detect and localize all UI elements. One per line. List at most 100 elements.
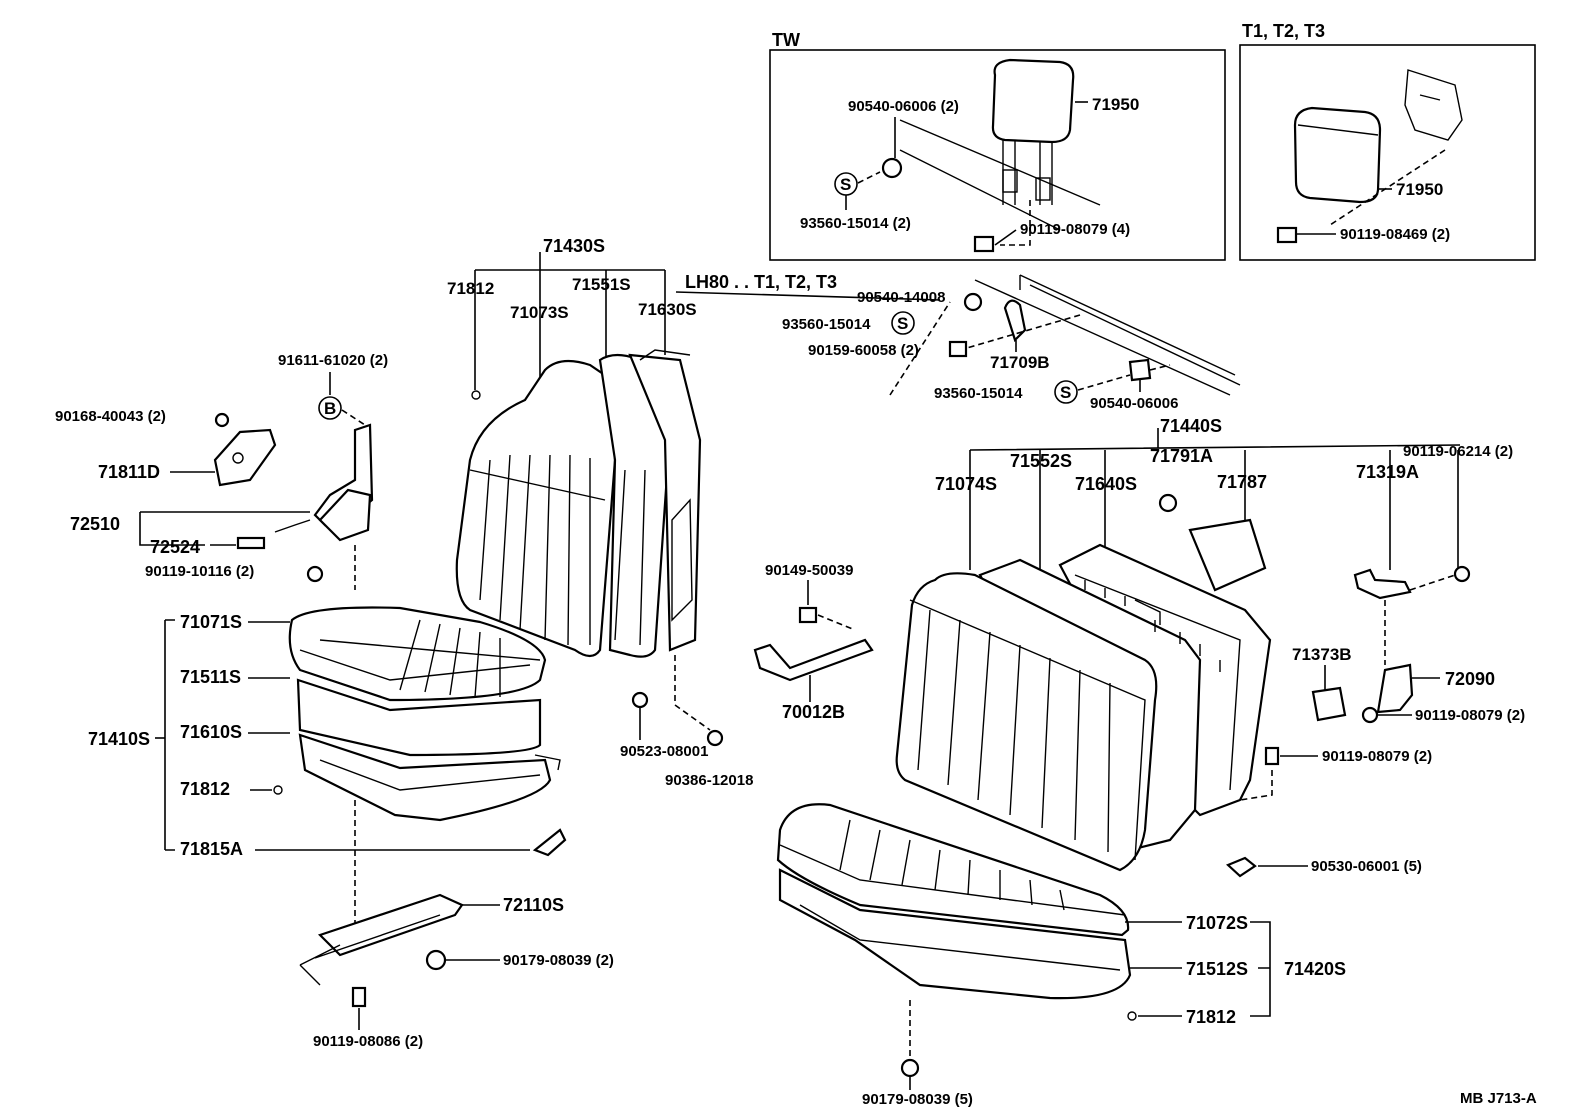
label-90119-08079-4: 90119-08079 (4) xyxy=(1020,221,1130,238)
label-72090: 72090 xyxy=(1445,669,1495,689)
label-71319A: 71319A xyxy=(1356,462,1419,482)
label-71812-c: 71812 xyxy=(1186,1007,1236,1027)
t123-box-label: T1, T2, T3 xyxy=(1242,21,1325,41)
bracket-71319A xyxy=(1353,568,1412,600)
bolt-90119-08079-b xyxy=(1264,746,1280,766)
label-71811D: 71811D xyxy=(98,462,160,482)
label-71074S: 71074S xyxy=(935,474,997,494)
bench-seatback-group: 71440S 71074S 71552S 71640S 71791A 71787… xyxy=(895,416,1513,872)
label-71073S: 71073S xyxy=(510,303,569,322)
label-90159-60058-2: 90159-60058 (2) xyxy=(808,342,919,359)
label-71071S: 71071S xyxy=(180,612,242,632)
label-93560-15014-b: 93560-15014 xyxy=(782,316,871,333)
nut-90386-12018 xyxy=(706,729,724,747)
nut-90179-08039 xyxy=(425,949,447,971)
label-90523-08001: 90523-08001 xyxy=(620,743,708,760)
label-71373B: 71373B xyxy=(1292,645,1352,664)
label-71709B: 71709B xyxy=(990,353,1050,372)
label-71511S: 71511S xyxy=(180,667,241,687)
label-71787: 71787 xyxy=(1217,472,1267,492)
bench-cushion-group: 90179-08039 (5) 71072S 71512S 71812 7142… xyxy=(776,803,1346,1108)
rear-hardware-top: 90540-14008 S 93560-15014 71709B 90159-6… xyxy=(782,274,1241,412)
label-90179-08039-2: 90179-08039 (2) xyxy=(503,952,614,969)
bracket-71709B xyxy=(1003,299,1027,343)
bolt-90119-08079-a xyxy=(1361,706,1379,724)
s-symbol-b: S xyxy=(897,314,908,333)
seat-track-group: 72110S 90179-08039 (2) 90119-08086 (2) xyxy=(299,893,614,1050)
bolt-90119-08079 xyxy=(973,235,995,253)
cushion-cover-71071S xyxy=(288,606,547,702)
s-symbol-icon-c xyxy=(1054,380,1078,404)
label-90119-08469-2: 90119-08469 (2) xyxy=(1340,226,1450,243)
seat-track-72110S xyxy=(317,893,464,957)
label-71552S: 71552S xyxy=(1010,451,1072,471)
nut-90179-08039-5 xyxy=(900,1058,920,1078)
pin-72524 xyxy=(236,536,266,550)
label-90530-06001-5: 90530-06001 (5) xyxy=(1311,858,1422,875)
label-72524: 72524 xyxy=(150,537,200,557)
bracket-70012B xyxy=(753,638,874,682)
cushion-frame-71610S xyxy=(298,733,552,822)
bucket-seatback-group: 71430S 71812 71073S 71551S 71630S xyxy=(447,236,702,658)
b-symbol: B xyxy=(324,399,336,418)
label-93560-15014-2: 93560-15014 (2) xyxy=(800,215,911,232)
label-72110S: 72110S xyxy=(503,895,564,915)
label-93560-15014-c: 93560-15014 xyxy=(934,385,1023,402)
label-71430S: 71430S xyxy=(543,236,605,256)
label-71512S: 71512S xyxy=(1186,959,1248,979)
cover-71373B xyxy=(1311,686,1347,722)
headrest-bracket xyxy=(1404,69,1463,141)
bench-cover-71074S xyxy=(895,572,1158,872)
label-90168-40043-2: 90168-40043 (2) xyxy=(55,408,166,425)
s-symbol-c: S xyxy=(1060,383,1071,402)
nut-90540-14008 xyxy=(963,292,983,312)
label-71812-a: 71812 xyxy=(447,279,494,298)
label-90119-08086-2: 90119-08086 (2) xyxy=(313,1033,423,1050)
label-71410S: 71410S xyxy=(88,729,150,749)
label-71440S: 71440S xyxy=(1160,416,1222,436)
label-71950-b: 71950 xyxy=(1396,180,1443,199)
label-90540-06006: 90540-06006 xyxy=(1090,395,1178,412)
label-71640S: 71640S xyxy=(1075,474,1137,494)
tw-inset: TW 71950 90540-06006 (2) S 93560-15014 (… xyxy=(769,30,1226,261)
nut-71791A xyxy=(1158,493,1178,513)
bolt-90530-06001 xyxy=(1225,856,1257,878)
label-71950-a: 71950 xyxy=(1092,95,1139,114)
seatback-cover-71073S xyxy=(455,359,617,658)
nut-90523-08001 xyxy=(631,691,649,709)
bolt-90159-60058 xyxy=(948,340,968,358)
label-90119-08079-2-a: 90119-08079 (2) xyxy=(1415,707,1525,724)
lh80-label: LH80 . . T1, T2, T3 xyxy=(685,272,837,292)
label-72510: 72510 xyxy=(70,514,120,534)
label-91611-61020-2: 91611-61020 (2) xyxy=(278,352,388,369)
headrest-t123 xyxy=(1293,106,1382,204)
label-71610S: 71610S xyxy=(180,722,242,742)
label-71420S: 71420S xyxy=(1284,959,1346,979)
label-71630S: 71630S xyxy=(638,300,697,319)
cover-71815A xyxy=(532,828,567,857)
s-symbol-a: S xyxy=(840,175,851,194)
label-71791A: 71791A xyxy=(1150,446,1213,466)
nut-90540-06006-b xyxy=(1128,358,1152,382)
label-90540-14008: 90540-14008 xyxy=(857,289,945,306)
label-90179-08039-5: 90179-08039 (5) xyxy=(862,1091,973,1108)
seatback-frame-71630S xyxy=(628,353,702,652)
label-71812-b: 71812 xyxy=(180,779,230,799)
label-90119-10116-2: 90119-10116 (2) xyxy=(145,563,254,580)
label-90540-06006-2: 90540-06006 (2) xyxy=(848,98,959,115)
triangle-71787 xyxy=(1188,518,1267,592)
bolt-90119-08086 xyxy=(351,986,367,1008)
b-symbol-icon xyxy=(318,396,342,420)
center-bracket-group: 90149-50039 70012B 90523-08001 90386-120… xyxy=(620,562,874,789)
bucket-seat-hinge-group: 91611-61020 (2) B 90168-40043 (2) 71811D… xyxy=(55,352,388,590)
bench-cushion-cover-71072S xyxy=(776,803,1130,937)
bench-cushion-pad-71512S xyxy=(778,868,1132,1000)
bolt-90149-50039 xyxy=(798,606,818,624)
bucket-cushion-group: 71410S 71071S 71511S 71610S 71812 71815A xyxy=(88,606,567,930)
label-71551S: 71551S xyxy=(572,275,631,294)
bolt-90119-06214 xyxy=(1453,565,1471,583)
tw-box-label: TW xyxy=(772,30,800,50)
t123-inset: T1, T2, T3 71950 90119-08469 (2) xyxy=(1239,21,1536,261)
label-71815A: 71815A xyxy=(180,839,243,859)
